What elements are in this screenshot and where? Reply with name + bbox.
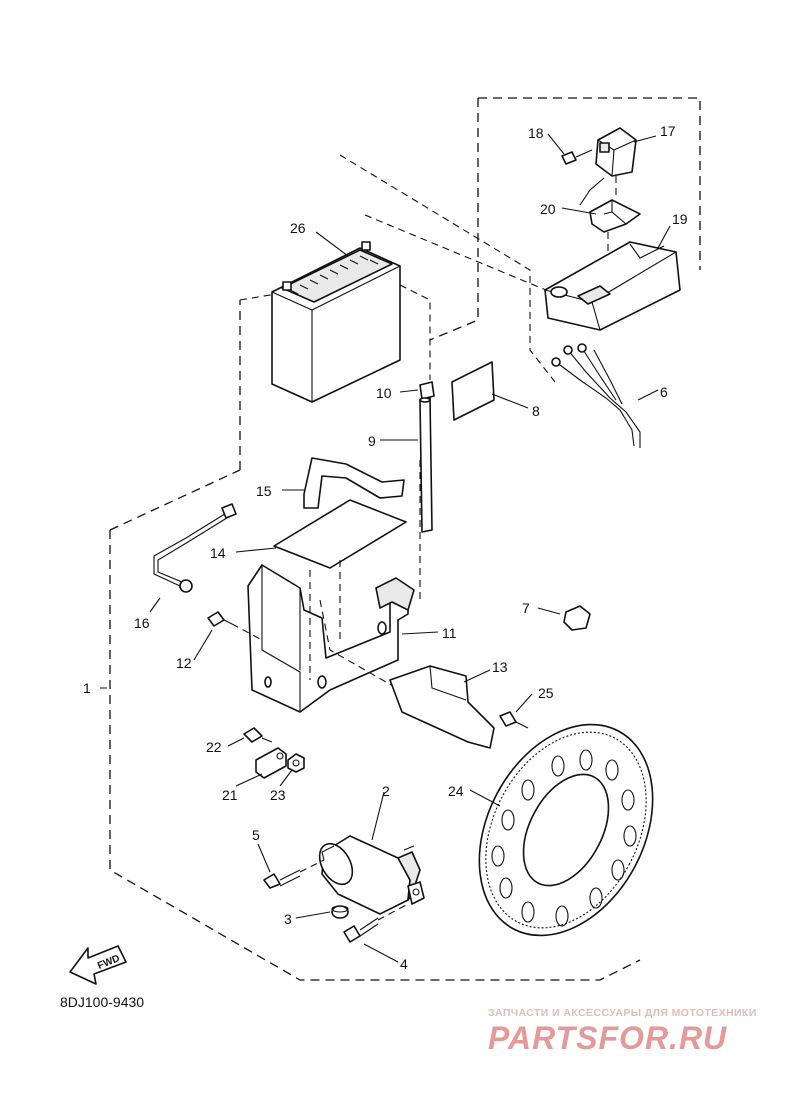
callout-18: 18 [528,125,544,141]
callout-2: 2 [382,783,390,799]
bolt-5-guide [299,859,325,873]
callout-3: 3 [284,911,292,927]
callout-6: 6 [660,384,668,400]
cable-clamp [255,747,287,779]
callout-26: 26 [290,220,306,236]
callout-15: 15 [256,483,272,499]
bolt-12-guide [231,623,263,641]
assembly-boundary-upper [429,97,701,341]
callout-22: 22 [206,739,222,755]
callout-9: 9 [368,433,376,449]
starter-relay [579,127,637,206]
starter-motor [318,835,425,915]
callout-21: 21 [222,787,238,803]
callout-8: 8 [532,403,540,419]
bolt-25 [499,711,529,729]
callout-4: 4 [400,956,408,972]
battery-pad [451,361,495,421]
drawing-code: 8DJ100-9430 [60,994,145,1010]
wire-harness [551,343,641,448]
relay-case [544,241,681,331]
nut-23 [287,753,305,773]
bracket-guide-lines [309,460,471,731]
plate [389,665,495,749]
callout-7: 7 [522,600,530,616]
callout-13: 13 [492,659,508,675]
battery-rod [419,397,433,533]
callout-19: 19 [672,211,688,227]
clip [563,605,591,631]
relay-guide-lines [607,176,617,270]
callout-24: 24 [448,783,464,799]
callout-23: 23 [270,787,286,803]
callout-14: 14 [210,545,226,561]
callout-5: 5 [252,827,260,843]
rotor-disc [478,723,654,937]
bolt-22 [243,727,273,743]
watermark-tagline: ЗАПЧАСТИ И АКСЕССУАРЫ ДЛЯ МОТОТЕХНИКИ [488,1007,757,1019]
battery [271,241,401,403]
battery-box-bracket [247,564,415,713]
battery-sheet [273,499,407,569]
rod-cap [419,381,435,400]
relay-bracket [589,199,641,233]
fwd-arrow-icon: FWD [69,945,127,985]
callout-25: 25 [538,685,554,701]
callout-labels: 1 2 3 4 5 6 7 8 9 10 11 12 13 14 15 16 1… [83,123,688,972]
ground-lead [153,503,237,593]
callout-1: 1 [83,680,91,696]
callout-16: 16 [134,615,150,631]
watermark-brand: PARTSFOR.RU [488,1020,728,1056]
callout-10: 10 [376,385,392,401]
bolt-4-guide [377,903,409,921]
callout-20: 20 [540,201,556,217]
battery-band [303,457,405,509]
callout-17: 17 [660,123,676,139]
bolt-12 [207,611,233,627]
bolt-5 [263,869,301,889]
battery-guide-lines [339,154,571,383]
collar-3 [331,905,349,919]
callout-11: 11 [442,625,457,641]
leader-lines [149,133,671,963]
bolt-4 [343,917,379,943]
relay-screw [561,149,593,165]
callout-12: 12 [176,655,192,671]
